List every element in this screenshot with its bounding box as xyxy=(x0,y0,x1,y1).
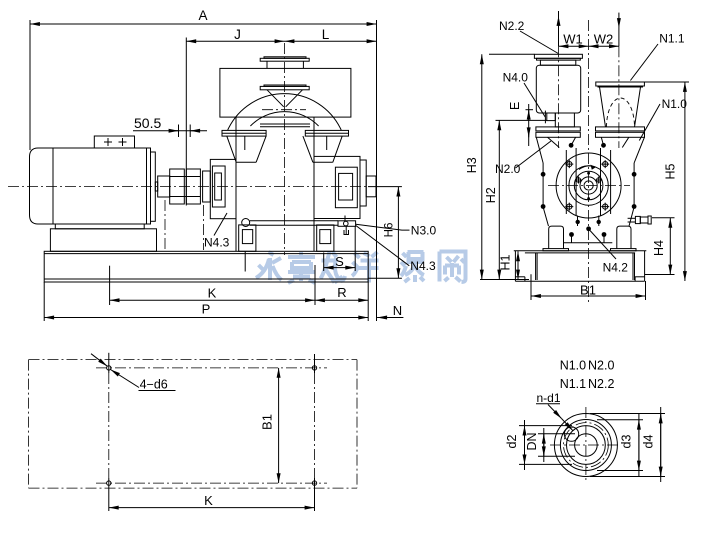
svg-text:H3: H3 xyxy=(465,157,479,173)
svg-text:B1: B1 xyxy=(260,414,275,430)
svg-text:4−d6: 4−d6 xyxy=(140,378,168,392)
svg-text:N4.3: N4.3 xyxy=(410,259,436,273)
svg-text:d3: d3 xyxy=(620,435,634,449)
svg-text:n-d1: n-d1 xyxy=(537,391,561,405)
svg-text:W1: W1 xyxy=(563,32,583,47)
svg-text:N4.0: N4.0 xyxy=(503,71,529,85)
svg-text:L: L xyxy=(322,27,330,42)
svg-text:50.5: 50.5 xyxy=(134,115,161,131)
svg-text:N2.0: N2.0 xyxy=(588,358,614,372)
svg-text:A: A xyxy=(198,8,207,23)
svg-text:H5: H5 xyxy=(664,163,678,179)
svg-text:K: K xyxy=(208,286,217,301)
svg-text:N2.2: N2.2 xyxy=(588,377,614,391)
svg-text:R: R xyxy=(337,285,346,300)
svg-text:N1.0: N1.0 xyxy=(560,358,586,372)
svg-text:W2: W2 xyxy=(594,32,614,47)
svg-text:N2.0: N2.0 xyxy=(495,162,521,176)
svg-text:N3.0: N3.0 xyxy=(411,223,437,237)
svg-text:H4: H4 xyxy=(652,240,666,256)
svg-text:K: K xyxy=(204,493,213,508)
svg-text:B1: B1 xyxy=(580,283,596,298)
svg-text:P: P xyxy=(202,302,211,317)
svg-text:DN: DN xyxy=(525,432,539,450)
svg-text:N4.3: N4.3 xyxy=(204,236,230,250)
svg-text:S: S xyxy=(335,254,344,269)
svg-text:N: N xyxy=(393,303,402,318)
svg-text:H2: H2 xyxy=(484,187,498,203)
svg-text:E: E xyxy=(508,102,522,110)
svg-text:J: J xyxy=(234,27,241,42)
svg-text:H6: H6 xyxy=(384,223,396,238)
svg-text:N1.1: N1.1 xyxy=(560,377,586,391)
svg-text:N2.2: N2.2 xyxy=(499,19,525,33)
svg-text:d2: d2 xyxy=(505,435,519,449)
svg-text:N1.1: N1.1 xyxy=(659,32,685,46)
svg-text:H1: H1 xyxy=(499,254,513,270)
svg-text:N1.0: N1.0 xyxy=(662,97,688,111)
svg-text:N4.2: N4.2 xyxy=(603,261,629,275)
svg-text:d4: d4 xyxy=(642,435,656,449)
